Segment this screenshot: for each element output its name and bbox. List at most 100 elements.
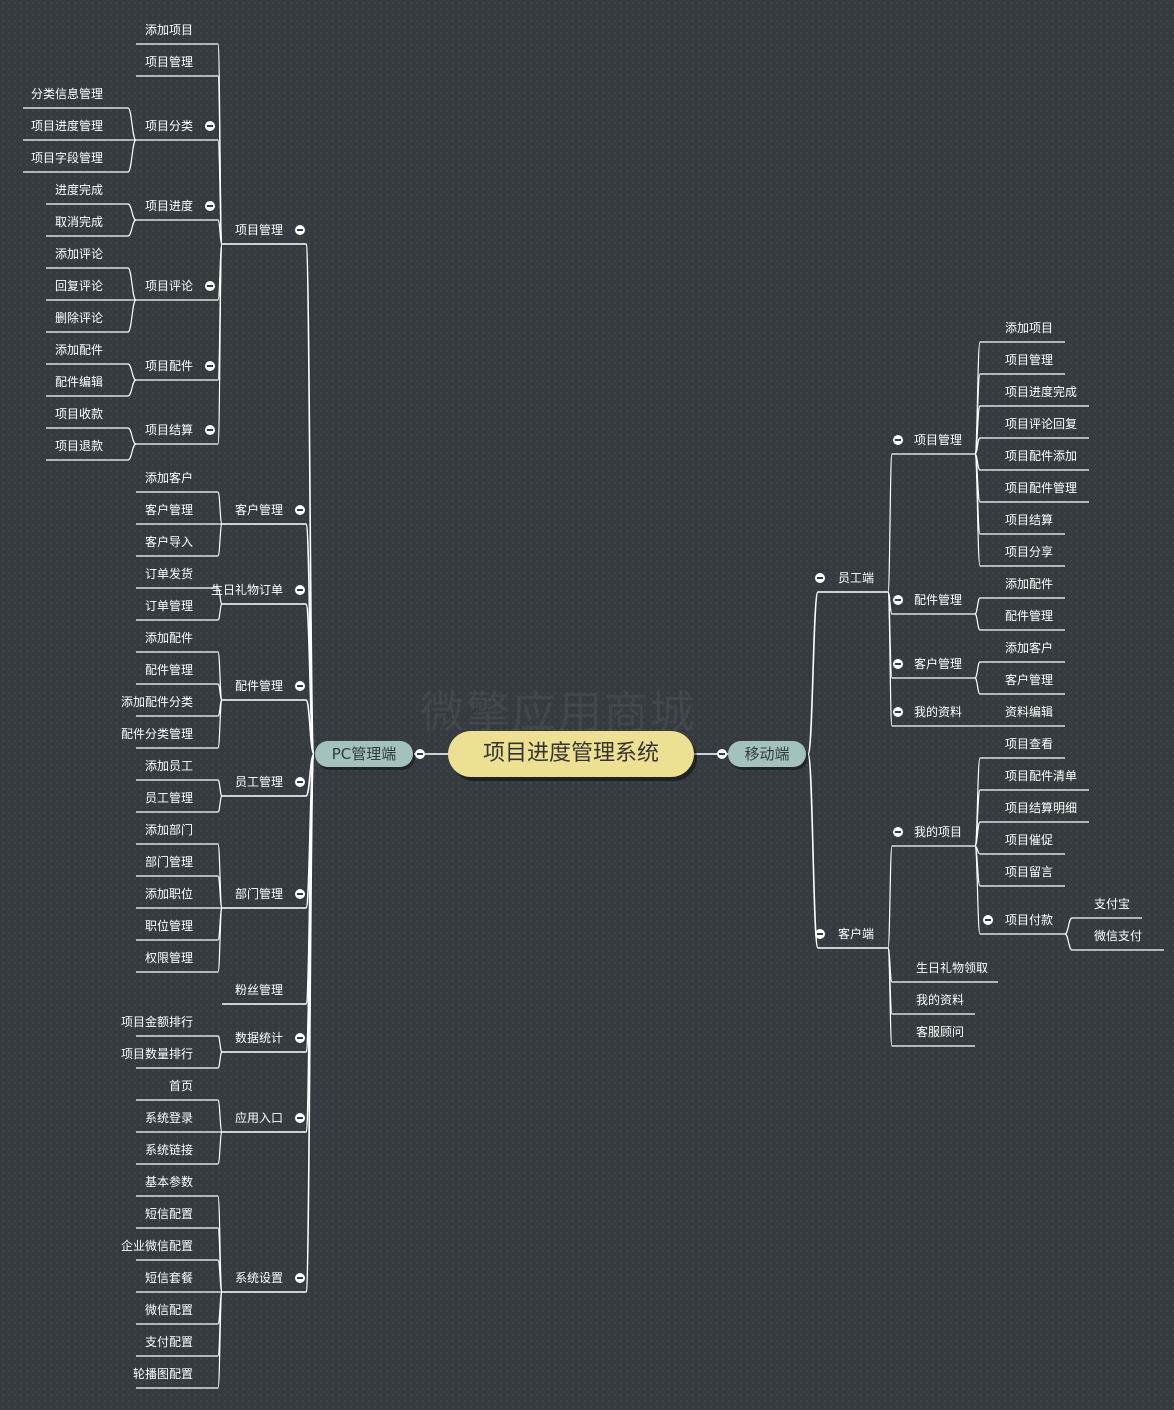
mobile-subitem-项目分享[interactable]: 项目分享 <box>1005 545 1054 559</box>
collapse-icon[interactable] <box>295 1033 305 1043</box>
pc-subitem-配件编辑[interactable]: 配件编辑 <box>54 375 103 389</box>
collapse-icon[interactable] <box>893 827 903 837</box>
mobile-subitem-项目催促[interactable]: 项目催促 <box>1005 833 1054 847</box>
collapse-icon[interactable] <box>205 281 215 291</box>
pc-branch-客户管理[interactable]: 客户管理 <box>234 503 283 517</box>
pc-item-微信配置[interactable]: 微信配置 <box>144 1303 193 1317</box>
pc-item-客户管理[interactable]: 客户管理 <box>144 503 193 517</box>
pc-branch-系统设置[interactable]: 系统设置 <box>234 1271 283 1285</box>
mobile-subitem-配件管理[interactable]: 配件管理 <box>1005 609 1054 623</box>
mobile-item-客户管理[interactable]: 客户管理 <box>914 657 963 671</box>
pc-item-项目金额排行[interactable]: 项目金额排行 <box>120 1015 193 1029</box>
pc-item-员工管理[interactable]: 员工管理 <box>144 791 193 805</box>
pc-item-配件管理[interactable]: 配件管理 <box>144 663 193 677</box>
pc-item-首页[interactable]: 首页 <box>168 1079 193 1093</box>
mobile-item-客服顾问[interactable]: 客服顾问 <box>916 1025 965 1039</box>
mobile-item-我的资料[interactable]: 我的资料 <box>914 705 963 719</box>
collapse-icon[interactable] <box>295 777 305 787</box>
pc-item-添加客户[interactable]: 添加客户 <box>144 471 193 485</box>
collapse-icon[interactable] <box>415 749 425 759</box>
pc-branch-部门管理[interactable]: 部门管理 <box>234 887 283 901</box>
pc-subitem-删除评论[interactable]: 删除评论 <box>54 311 103 325</box>
pc-item-项目分类[interactable]: 项目分类 <box>144 119 193 133</box>
pc-item-添加员工[interactable]: 添加员工 <box>144 759 193 773</box>
mobile-subitem-客户管理[interactable]: 客户管理 <box>1005 673 1054 687</box>
pc-item-项目评论[interactable]: 项目评论 <box>144 279 193 293</box>
collapse-icon[interactable] <box>295 225 305 235</box>
pc-item-职位管理[interactable]: 职位管理 <box>144 919 193 933</box>
pc-item-系统链接[interactable]: 系统链接 <box>144 1143 193 1157</box>
mobile-node[interactable]: 移动端 <box>728 741 806 767</box>
collapse-icon[interactable] <box>205 425 215 435</box>
pc-branch-项目管理[interactable]: 项目管理 <box>234 223 283 237</box>
mobile-subitem-项目配件添加[interactable]: 项目配件添加 <box>1005 449 1078 463</box>
pc-subitem-进度完成[interactable]: 进度完成 <box>54 183 103 197</box>
pc-branch-数据统计[interactable]: 数据统计 <box>234 1031 283 1045</box>
collapse-icon[interactable] <box>295 889 305 899</box>
pc-item-项目进度[interactable]: 项目进度 <box>144 199 193 213</box>
pc-item-支付配置[interactable]: 支付配置 <box>144 1335 193 1349</box>
pc-item-项目数量排行[interactable]: 项目数量排行 <box>120 1047 193 1061</box>
pc-item-订单发货[interactable]: 订单发货 <box>144 567 193 581</box>
mobile-subitem-资料编辑[interactable]: 资料编辑 <box>1005 705 1054 719</box>
pc-item-添加配件分类[interactable]: 添加配件分类 <box>120 695 193 709</box>
collapse-icon[interactable] <box>205 201 215 211</box>
pc-subitem-项目进度管理[interactable]: 项目进度管理 <box>30 119 103 133</box>
pc-subitem-分类信息管理[interactable]: 分类信息管理 <box>30 87 103 101</box>
pc-item-轮播图配置[interactable]: 轮播图配置 <box>132 1367 193 1381</box>
pc-branch-生日礼物订单[interactable]: 生日礼物订单 <box>210 583 283 597</box>
collapse-icon[interactable] <box>295 681 305 691</box>
mobile-subitem-项目配件清单[interactable]: 项目配件清单 <box>1005 769 1078 783</box>
pc-branch-员工管理[interactable]: 员工管理 <box>234 775 283 789</box>
mobile-item-生日礼物领取[interactable]: 生日礼物领取 <box>916 961 989 975</box>
pc-subitem-添加配件[interactable]: 添加配件 <box>54 343 103 357</box>
collapse-icon[interactable] <box>717 749 727 759</box>
mobile-subitem-项目结算[interactable]: 项目结算 <box>1005 513 1054 527</box>
collapse-icon[interactable] <box>205 121 215 131</box>
pc-item-订单管理[interactable]: 订单管理 <box>144 599 193 613</box>
pc-item-添加职位[interactable]: 添加职位 <box>144 887 193 901</box>
collapse-icon[interactable] <box>295 1113 305 1123</box>
mobile-subitem-项目结算明细[interactable]: 项目结算明细 <box>1005 801 1078 815</box>
pc-item-添加配件[interactable]: 添加配件 <box>144 631 193 645</box>
pc-subitem-项目退款[interactable]: 项目退款 <box>54 439 103 453</box>
collapse-icon[interactable] <box>295 505 305 515</box>
collapse-icon[interactable] <box>893 659 903 669</box>
mobile-subitem-添加配件[interactable]: 添加配件 <box>1005 577 1054 591</box>
mobile-item-配件管理[interactable]: 配件管理 <box>914 593 963 607</box>
collapse-icon[interactable] <box>893 435 903 445</box>
pc-subitem-回复评论[interactable]: 回复评论 <box>54 279 103 293</box>
collapse-icon[interactable] <box>815 929 825 939</box>
mobile-subitem-项目管理[interactable]: 项目管理 <box>1005 353 1054 367</box>
mobile-branch-客户端[interactable]: 客户端 <box>838 927 875 941</box>
mobile-item-我的项目[interactable]: 我的项目 <box>914 825 963 839</box>
root-node[interactable]: 项目进度管理系统 <box>448 731 694 777</box>
collapse-icon[interactable] <box>295 585 305 595</box>
pc-item-添加部门[interactable]: 添加部门 <box>144 823 193 837</box>
mobile-subitem-添加项目[interactable]: 添加项目 <box>1005 321 1054 335</box>
mobile-subitem-项目进度完成[interactable]: 项目进度完成 <box>1005 385 1078 399</box>
mobile-leaf-支付宝[interactable]: 支付宝 <box>1094 897 1131 911</box>
collapse-icon[interactable] <box>205 361 215 371</box>
pc-item-系统登录[interactable]: 系统登录 <box>144 1111 193 1125</box>
collapse-icon[interactable] <box>893 595 903 605</box>
mobile-item-我的资料[interactable]: 我的资料 <box>916 993 965 1007</box>
pc-branch-配件管理[interactable]: 配件管理 <box>234 679 283 693</box>
collapse-icon[interactable] <box>295 1273 305 1283</box>
pc-subitem-项目字段管理[interactable]: 项目字段管理 <box>30 151 103 165</box>
mobile-item-项目管理[interactable]: 项目管理 <box>914 433 963 447</box>
collapse-icon[interactable] <box>893 707 903 717</box>
pc-item-项目结算[interactable]: 项目结算 <box>144 423 193 437</box>
mobile-subitem-项目查看[interactable]: 项目查看 <box>1005 737 1054 751</box>
collapse-icon[interactable] <box>983 915 993 925</box>
pc-subitem-项目收款[interactable]: 项目收款 <box>54 407 103 421</box>
pc-item-短信配置[interactable]: 短信配置 <box>144 1207 193 1221</box>
pc-subitem-取消完成[interactable]: 取消完成 <box>54 215 103 229</box>
pc-item-部门管理[interactable]: 部门管理 <box>144 855 193 869</box>
pc-admin-node[interactable]: PC管理端 <box>315 741 413 767</box>
pc-item-配件分类管理[interactable]: 配件分类管理 <box>120 727 193 741</box>
pc-branch-粉丝管理[interactable]: 粉丝管理 <box>234 983 283 997</box>
pc-subitem-添加评论[interactable]: 添加评论 <box>54 247 103 261</box>
pc-item-企业微信配置[interactable]: 企业微信配置 <box>120 1239 193 1253</box>
pc-item-添加项目[interactable]: 添加项目 <box>144 23 193 37</box>
